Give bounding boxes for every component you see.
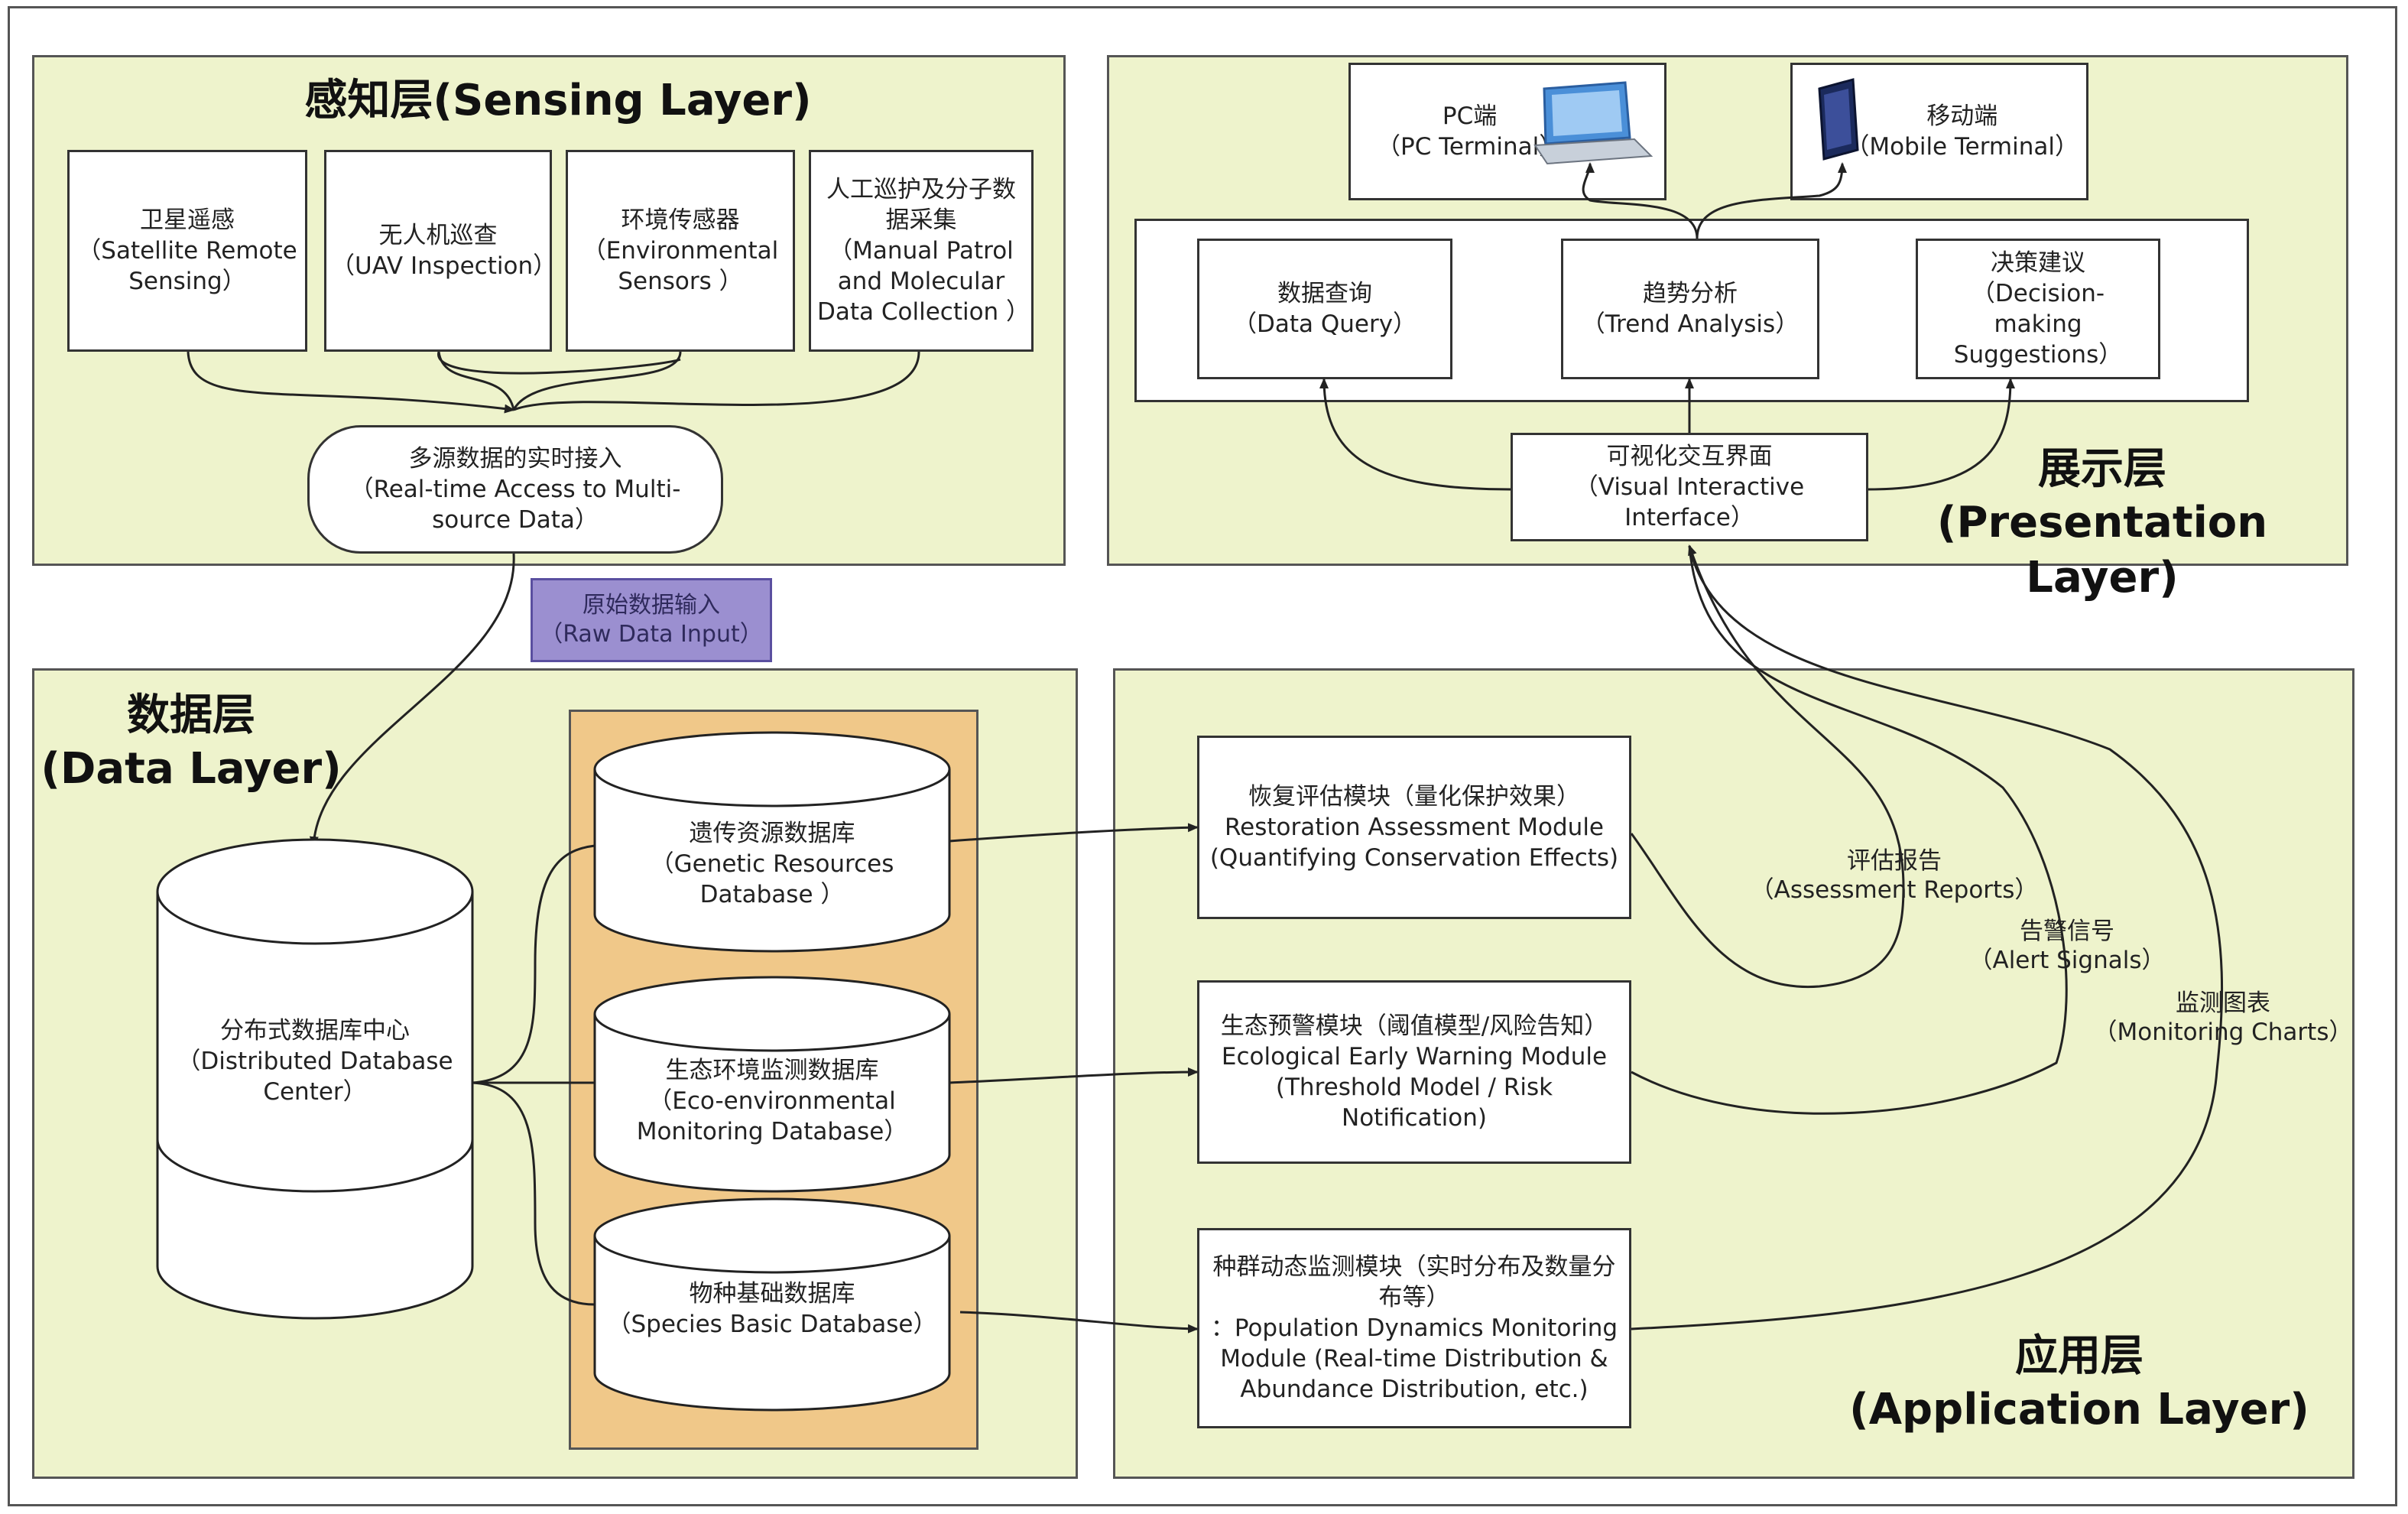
source-sensors-zh: 环境传感器 [621, 206, 740, 234]
source-satellite-zh: 卫星遥感 [140, 206, 235, 234]
data-query-zh: 数据查询 [1277, 280, 1372, 307]
trend-analysis-en: （Trend Analysis） [1581, 310, 1800, 338]
source-uav: 无人机巡查 （UAV Inspection） [324, 150, 557, 352]
restoration-module-zh: 恢复评估模块（量化保护效果） [1248, 783, 1580, 811]
distributed-db-label: 分布式数据库中心 （Distributed Database Center） [165, 1015, 465, 1107]
species-db-label: 物种基础数据库 （Species Basic Database） [601, 1278, 943, 1340]
early-warning-module: 生态预警模块（阈值模型/风险告知） Ecological Early Warni… [1197, 980, 1631, 1164]
decision-suggestions-zh: 决策建议 [1991, 249, 2085, 277]
data-query: 数据查询 （Data Query） [1197, 239, 1452, 379]
species-db-en: （Species Basic Database） [607, 1311, 937, 1338]
raw-data-zh: 原始数据输入 [583, 592, 720, 619]
data-layer-title-en: (Data Layer) [41, 744, 342, 794]
mobile-terminal-zh: 移动端 [1926, 102, 1998, 130]
application-layer-title-zh: 应用层 [2015, 1331, 2144, 1381]
genetic-db-label: 遗传资源数据库 （Genetic Resources Database ） [601, 818, 943, 910]
mobile-terminal: 移动端 （Mobile Terminal） [1790, 63, 2088, 200]
source-uav-en: （UAV Inspection） [331, 252, 557, 280]
source-sensors: 环境传感器 （Environmental Sensors ） [566, 150, 795, 352]
realtime-access-zh: 多源数据的实时接入 [408, 445, 622, 473]
eco-db-zh: 生态环境监测数据库 [665, 1057, 879, 1084]
decision-suggestions: 决策建议 （Decision-making Suggestions） [1916, 239, 2160, 379]
species-db-zh: 物种基础数据库 [689, 1280, 855, 1308]
population-module-zh: 种群动态监测模块（实时分布及数量分布等） [1212, 1253, 1616, 1311]
pc-terminal-en: （PC Terminal） [1377, 133, 1563, 161]
restoration-module-en: Restoration Assessment Module (Quantifyi… [1209, 814, 1619, 872]
distributed-db-zh: 分布式数据库中心 [220, 1017, 410, 1045]
presentation-layer-title-en: (Presentation Layer) [1936, 498, 2268, 603]
decision-suggestions-en: （Decision-making Suggestions） [1953, 280, 2123, 369]
data-layer-title-zh: 数据层 [127, 690, 255, 740]
sensing-layer-title: 感知层(Sensing Layer) [304, 76, 812, 125]
source-satellite: 卫星遥感 （Satellite Remote Sensing） [67, 150, 307, 352]
mobile-terminal-en: （Mobile Terminal） [1845, 133, 2079, 161]
visual-interface-zh: 可视化交互界面 [1606, 443, 1773, 470]
early-warning-module-zh: 生态预警模块（阈值模型/风险告知） [1220, 1012, 1608, 1040]
source-manual-zh: 人工巡护及分子数据采集 [826, 176, 1016, 234]
pc-terminal-zh: PC端 [1442, 102, 1498, 130]
trend-analysis-zh: 趋势分析 [1642, 280, 1738, 307]
raw-data-en: （Raw Data Input） [540, 621, 763, 648]
presentation-layer-title-zh: 展示层 [2038, 444, 2166, 494]
genetic-db-zh: 遗传资源数据库 [689, 820, 855, 847]
population-module: 种群动态监测模块（实时分布及数量分布等） ：Population Dynamic… [1197, 1228, 1631, 1428]
source-uav-zh: 无人机巡查 [378, 222, 498, 249]
early-warning-module-en: Ecological Early Warning Module (Thresho… [1221, 1043, 1608, 1132]
trend-analysis: 趋势分析 （Trend Analysis） [1561, 239, 1819, 379]
eco-db-label: 生态环境监测数据库 （Eco-environmental Monitoring … [616, 1055, 928, 1147]
realtime-access-en: （Real-time Access to Multi-source Data） [349, 476, 681, 534]
pc-terminal: PC端 （PC Terminal） [1348, 63, 1666, 200]
data-query-en: （Data Query） [1232, 310, 1417, 338]
source-manual: 人工巡护及分子数据采集 （Manual Patrol and Molecular… [809, 150, 1034, 352]
genetic-db-en: （Genetic Resources Database ） [650, 850, 894, 908]
restoration-module: 恢复评估模块（量化保护效果） Restoration Assessment Mo… [1197, 736, 1631, 919]
visual-interface-en: （Visual Interactive Interface） [1574, 473, 1805, 531]
source-manual-en: （Manual Patrol and Molecular Data Collec… [817, 237, 1030, 326]
distributed-db-en: （Distributed Database Center） [177, 1048, 453, 1106]
application-layer-title-en: (Application Layer) [1849, 1385, 2309, 1434]
eco-db-en: （Eco-environmental Monitoring Database） [636, 1087, 908, 1145]
source-sensors-en: （Environmental Sensors ） [582, 237, 779, 295]
outer-frame [8, 6, 2397, 1506]
source-satellite-en: （Satellite Remote Sensing） [77, 237, 297, 295]
visual-interface: 可视化交互界面 （Visual Interactive Interface） [1511, 433, 1868, 541]
realtime-access-node: 多源数据的实时接入 （Real-time Access to Multi-sou… [307, 425, 723, 554]
population-module-en: ：Population Dynamics Monitoring Module (… [1210, 1314, 1618, 1403]
raw-data-input: 原始数据输入 （Raw Data Input） [531, 578, 772, 662]
